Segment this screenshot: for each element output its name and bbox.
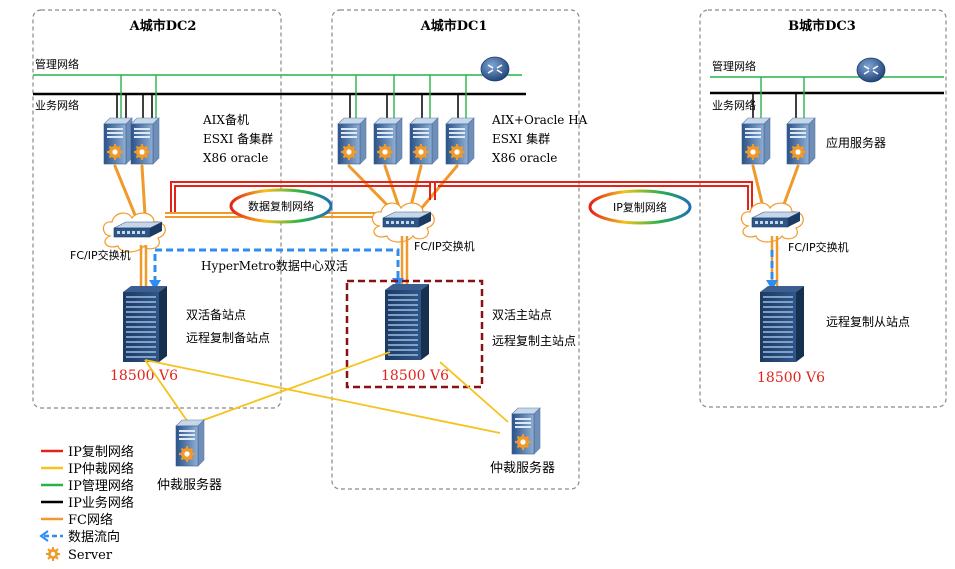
server-icon [785, 116, 817, 166]
arrow-left-icon [39, 530, 49, 542]
ip-replication-label: IP复制网络 [613, 200, 667, 214]
dc1-storage-role: 双活主站点 [492, 308, 552, 322]
dc2-mgmt-label: 管理网络 [35, 57, 79, 71]
server-icon [129, 116, 161, 166]
legend: IP复制网络 IP仲裁网络 IP管理网络 IP业务网络 FC网络 数据流向 Se… [39, 444, 134, 563]
dc2-server-desc: X86 oracle [203, 151, 268, 165]
server-icon [740, 116, 772, 166]
dc1-server-desc: AIX+Oracle HA [491, 113, 588, 127]
server-icon [444, 116, 476, 166]
flow-arrow-icon [766, 280, 778, 290]
dc1-switch-label: FC/IP交换机 [414, 239, 475, 253]
legend-label: IP业务网络 [68, 495, 134, 511]
legend-label: IP复制网络 [68, 444, 134, 460]
legend-label: Server [68, 548, 113, 563]
legend-label: FC网络 [68, 512, 113, 528]
server-icon [102, 116, 134, 166]
data-replication-label: 数据复制网络 [248, 199, 314, 213]
dc2-switch-label: FC/IP交换机 [70, 248, 131, 262]
primary-site-highlight [345, 279, 484, 389]
fc-ip-switch-icon [371, 202, 435, 243]
gear-icon [46, 547, 60, 561]
legend-label: IP仲裁网络 [68, 461, 134, 477]
arbiter-server-icon [174, 418, 206, 468]
dc2-storage-model: 18500 V6 [110, 368, 178, 384]
dc3-switch-label: FC/IP交换机 [788, 240, 849, 254]
dc1-storage-role: 远程复制主站点 [492, 333, 576, 348]
dc1-storage-model: 18500 V6 [381, 368, 449, 384]
dc2-server-desc: ESXI 备集群 [203, 131, 273, 146]
dc3-server-desc: 应用服务器 [826, 135, 886, 150]
hypermetro-flow [153, 248, 774, 283]
dc1-server-desc: ESXI 集群 [492, 131, 550, 146]
dc2-storage-role: 远程复制备站点 [186, 330, 270, 345]
router-icon [856, 57, 886, 83]
dc1-title: A城市DC1 [420, 18, 488, 34]
dc3-frame [699, 9, 947, 408]
storage-rack-icon [760, 286, 804, 362]
flow-arrow-icon [149, 280, 161, 290]
router-icon [480, 56, 510, 82]
storage-rack-icon [385, 284, 429, 360]
arbiter-server-icon [510, 406, 542, 456]
dc3-biz-label: 业务网络 [712, 98, 756, 112]
dc2-biz-label: 业务网络 [35, 98, 79, 112]
dc1-server-desc: X86 oracle [492, 151, 557, 165]
data-replication-ring [229, 188, 333, 224]
dc3-title: B城市DC3 [788, 18, 856, 34]
arbiter-right-label: 仲裁服务器 [490, 460, 555, 476]
fc-ip-switch-icon [102, 212, 166, 253]
server-icon [336, 116, 368, 166]
arbiter-left-label: 仲裁服务器 [157, 477, 222, 493]
dc2-server-desc: AIX备机 [202, 113, 249, 127]
storage-rack-icon [123, 286, 167, 362]
legend-label: 数据流向 [68, 529, 120, 545]
dc2-storage-role: 双活备站点 [186, 308, 246, 322]
ip-replication-ring [588, 189, 692, 225]
hypermetro-label: HyperMetro数据中心双活 [201, 258, 348, 273]
dc2-title: A城市DC2 [129, 18, 197, 34]
server-icon [372, 116, 404, 166]
dc3-storage-model: 18500 V6 [757, 370, 825, 386]
dc3-mgmt-label: 管理网络 [712, 59, 756, 73]
legend-label: IP管理网络 [68, 478, 134, 494]
dc3-storage-role: 远程复制从站点 [826, 314, 910, 329]
server-icon [408, 116, 440, 166]
